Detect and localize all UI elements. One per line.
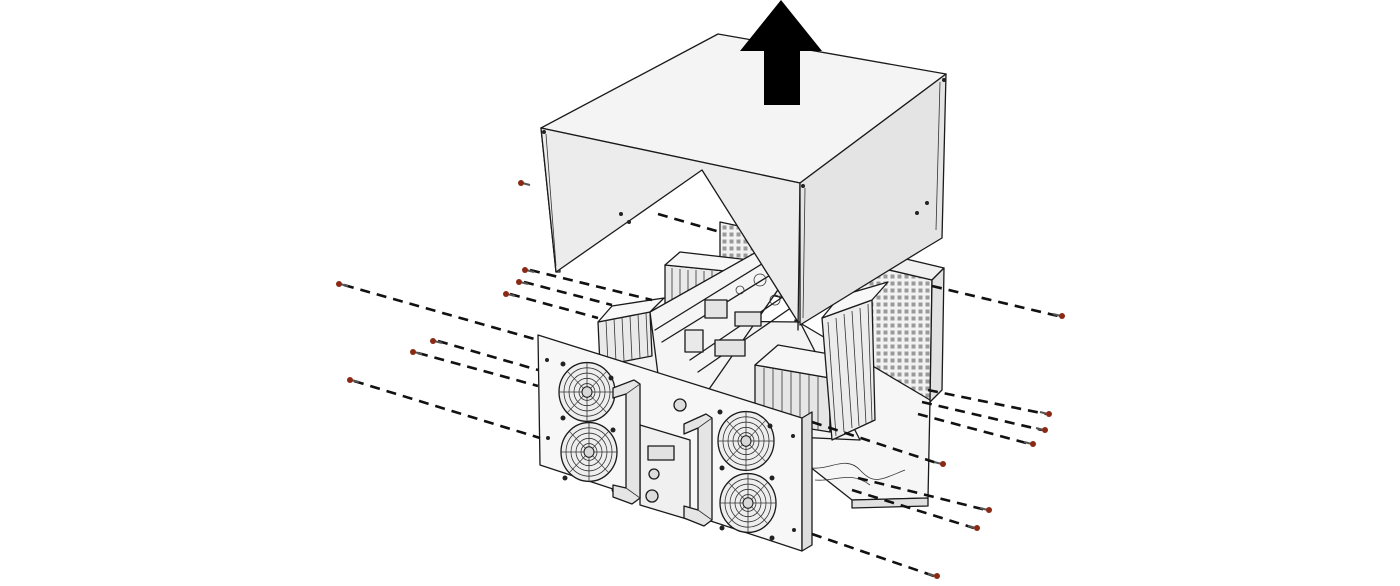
screw-icon — [1052, 313, 1065, 319]
arrow-up-icon — [740, 0, 822, 105]
front-panel — [537, 334, 813, 552]
handle-left — [612, 379, 641, 505]
screw-icon — [347, 377, 360, 383]
screw-icon — [522, 267, 535, 273]
screw-icon — [518, 180, 531, 186]
screw-icon — [967, 525, 980, 531]
heatsink-right-rear — [821, 281, 889, 441]
screw-icon — [430, 338, 443, 344]
handle-right — [683, 413, 713, 527]
screw-icon — [1039, 411, 1052, 417]
guide-lines — [343, 212, 1059, 578]
screw-icon — [503, 291, 516, 297]
fan-icon — [717, 410, 775, 472]
heatsink-left-front — [597, 297, 665, 367]
screw-icon — [336, 281, 349, 287]
screw-icon — [933, 461, 946, 467]
screws — [336, 180, 1065, 579]
screw-icon — [410, 349, 423, 355]
screw-icon — [927, 573, 940, 579]
fan-icon — [560, 421, 618, 483]
screw-icon — [1035, 427, 1048, 433]
screw-icon — [1023, 441, 1036, 447]
top-cover — [540, 33, 947, 331]
screw-icon — [979, 507, 992, 513]
circuit-board — [649, 249, 801, 396]
fan-icon — [558, 361, 616, 423]
fan-icon — [719, 472, 777, 534]
screw-icon — [516, 279, 529, 285]
